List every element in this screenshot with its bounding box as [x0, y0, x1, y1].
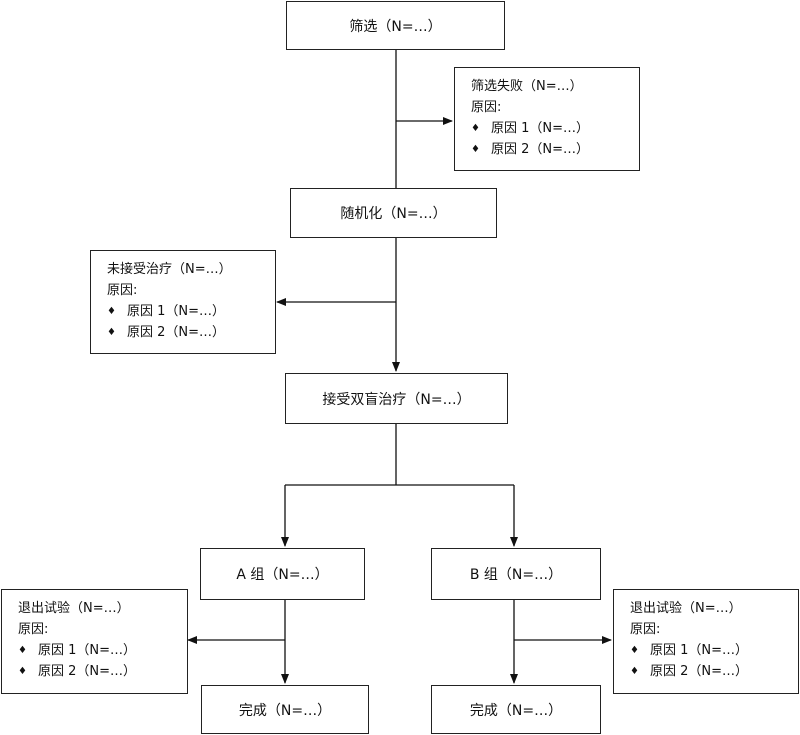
box-complete-a-label: 完成（N=…）: [238, 702, 332, 719]
box-complete-a: 完成（N=…）: [201, 685, 369, 734]
not-treated-reason-2-text: 原因 2（N=…）: [127, 325, 226, 340]
diamond-bullet-icon: ♦: [107, 306, 116, 317]
screen-fail-reason-2-text: 原因 2（N=…）: [491, 142, 590, 157]
diamond-bullet-icon: ♦: [471, 144, 480, 155]
box-screening: 筛选（N=…）: [286, 1, 505, 50]
withdraw-a-reason-2: ♦ 原因 2（N=…）: [18, 661, 187, 682]
box-randomization: 随机化（N=…）: [290, 188, 497, 238]
not-treated-reason-label: 原因:: [107, 283, 138, 298]
screen-fail-reason-2: ♦ 原因 2（N=…）: [471, 139, 639, 160]
screen-fail-reason-1: ♦ 原因 1（N=…）: [471, 118, 639, 139]
diamond-bullet-icon: ♦: [471, 123, 480, 134]
box-complete-b: 完成（N=…）: [431, 685, 601, 734]
box-group-a: A 组（N=…）: [200, 548, 365, 600]
withdraw-b-reason-1-text: 原因 1（N=…）: [650, 643, 749, 658]
diamond-bullet-icon: ♦: [107, 327, 116, 338]
box-group-b: B 组（N=…）: [431, 548, 601, 600]
withdraw-b-reason-1: ♦ 原因 1（N=…）: [630, 640, 798, 661]
screen-fail-reason-1-text: 原因 1（N=…）: [491, 121, 590, 136]
box-withdraw-b: 退出试验（N=…） 原因: ♦ 原因 1（N=…） ♦ 原因 2（N=…）: [613, 589, 799, 694]
box-complete-b-label: 完成（N=…）: [469, 702, 563, 719]
screen-fail-reason-label: 原因:: [471, 100, 502, 115]
box-not-treated: 未接受治疗（N=…） 原因: ♦ 原因 1（N=…） ♦ 原因 2（N=…）: [90, 250, 276, 354]
box-screening-label: 筛选（N=…）: [349, 18, 442, 35]
not-treated-title: 未接受治疗（N=…）: [107, 262, 232, 277]
screen-fail-title: 筛选失败（N=…）: [471, 79, 583, 94]
withdraw-a-reason-2-text: 原因 2（N=…）: [38, 664, 137, 679]
box-group-a-label: A 组（N=…）: [236, 567, 329, 583]
box-screen-fail: 筛选失败（N=…） 原因: ♦ 原因 1（N=…） ♦ 原因 2（N=…）: [454, 67, 640, 171]
withdraw-a-title: 退出试验（N=…）: [18, 601, 130, 616]
withdraw-b-reason-label: 原因:: [630, 622, 661, 637]
diamond-bullet-icon: ♦: [630, 645, 639, 656]
withdraw-a-reason-label: 原因:: [18, 622, 49, 637]
box-group-b-label: B 组（N=…）: [469, 567, 563, 583]
withdraw-b-reason-2: ♦ 原因 2（N=…）: [630, 661, 798, 682]
withdraw-a-reason-1: ♦ 原因 1（N=…）: [18, 640, 187, 661]
withdraw-b-title: 退出试验（N=…）: [630, 601, 742, 616]
box-withdraw-a: 退出试验（N=…） 原因: ♦ 原因 1（N=…） ♦ 原因 2（N=…）: [1, 589, 188, 694]
box-blind-treatment: 接受双盲治疗（N=…）: [285, 373, 508, 424]
not-treated-reason-1: ♦ 原因 1（N=…）: [107, 301, 275, 322]
not-treated-reason-1-text: 原因 1（N=…）: [127, 304, 226, 319]
not-treated-reason-2: ♦ 原因 2（N=…）: [107, 322, 275, 343]
withdraw-a-reason-1-text: 原因 1（N=…）: [38, 643, 137, 658]
box-randomization-label: 随机化（N=…）: [340, 206, 447, 222]
diamond-bullet-icon: ♦: [18, 666, 27, 677]
withdraw-b-reason-2-text: 原因 2（N=…）: [650, 664, 749, 679]
diamond-bullet-icon: ♦: [18, 645, 27, 656]
diamond-bullet-icon: ♦: [630, 666, 639, 677]
box-blind-treatment-label: 接受双盲治疗（N=…）: [322, 391, 471, 408]
